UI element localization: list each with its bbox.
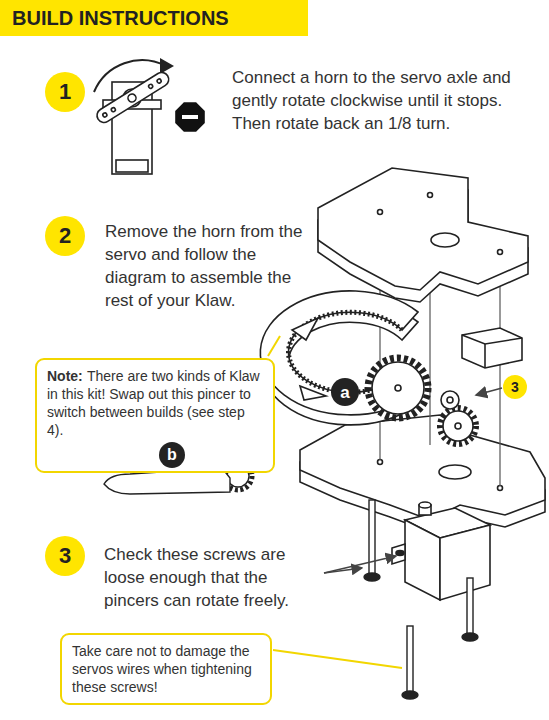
top-plate-part [318, 168, 528, 290]
top-plate-part [428, 193, 433, 198]
text-block: 3 [59, 545, 71, 567]
screws-part [402, 691, 418, 699]
bottom-plate-part [378, 460, 383, 465]
top-plate-part [498, 250, 503, 255]
pointer-line [268, 336, 280, 356]
pincer-a-part [372, 362, 424, 414]
servo-horn-figure-part [116, 160, 148, 172]
servo [392, 502, 490, 600]
servo-horn-figure-part-part [102, 112, 108, 118]
spacer-block-part [462, 328, 522, 368]
servo-horn-figure-part [94, 70, 171, 125]
step-text: Check these screws are loose enough that… [104, 543, 316, 612]
gears-part [443, 411, 473, 441]
pointer-line [273, 650, 402, 668]
text-block: b [167, 447, 177, 463]
text-block: 1 [59, 81, 71, 103]
text-block: a [340, 384, 349, 401]
gears-part [441, 391, 459, 409]
stop-sign-part [182, 115, 198, 119]
title-band: BUILD INSTRUCTIONS [0, 0, 308, 36]
bottom-plate-part [498, 486, 503, 491]
step-text: Connect a horn to the servo axle and gen… [232, 66, 542, 135]
pincer-a [260, 291, 428, 425]
warning-box: Take care not to damage the servos wires… [60, 633, 272, 705]
note-text: Take care not to damage the servos wires… [72, 643, 252, 695]
gears [440, 391, 476, 444]
bottom-plate-part [439, 465, 471, 479]
servo-part [392, 544, 405, 564]
step-number: 1 [45, 72, 85, 112]
screws-part [407, 626, 413, 692]
callout-letter: a [331, 378, 359, 406]
pincer-a-part [368, 358, 428, 418]
note-heading: Note: [47, 368, 83, 384]
servo-horn-figure-part-part [94, 70, 171, 125]
callout-number: 3 [503, 375, 527, 399]
text-block: 3 [511, 380, 519, 394]
gears-part [447, 397, 453, 403]
callout-arrow [476, 388, 502, 395]
number-text: b [167, 446, 177, 463]
step-number: 3 [45, 536, 85, 576]
pincer-a-part [395, 385, 401, 391]
spacer-block-part [484, 344, 486, 368]
servo-horn-figure-part-part [111, 107, 117, 113]
servo-part [405, 520, 440, 600]
pincer-a-part [292, 318, 318, 340]
servo-horn-figure-part-part [148, 84, 154, 90]
top-plate-part [431, 233, 459, 247]
stop-sign [175, 102, 205, 132]
servo-horn-figure-part-part [126, 92, 137, 103]
number-text: 3 [511, 379, 519, 395]
top-plate-part [378, 210, 383, 215]
gears-part [455, 423, 461, 429]
step-number: 2 [45, 216, 85, 256]
spacer-block [462, 328, 522, 368]
servo-horn-figure-part-part [156, 78, 162, 84]
servo-horn-figure [94, 58, 174, 174]
title: BUILD INSTRUCTIONS [0, 0, 308, 36]
servo-horn-figure-part [160, 58, 174, 74]
stop-sign-part [175, 102, 205, 132]
servo-part [396, 551, 404, 556]
note-box: Note:There are two kinds of Klaw in this… [35, 358, 275, 473]
number-text: 2 [59, 223, 71, 248]
text-block: 2 [59, 225, 71, 247]
screws-part [467, 578, 473, 634]
plate-posts-part [499, 258, 500, 486]
bottom-plate-part [300, 415, 545, 520]
screws [364, 500, 478, 699]
callout-letter: b [159, 442, 185, 468]
servo-part [440, 525, 490, 600]
number-text: 3 [59, 543, 71, 568]
spacer-block-part [462, 335, 522, 344]
screws-part [364, 573, 380, 581]
step-text: Remove the horn from the servo and follo… [105, 220, 305, 312]
leader-line [324, 556, 396, 573]
text-block: Note:There are two kinds of Klaw in this… [47, 367, 263, 439]
screws-part [462, 633, 478, 641]
number-text: a [340, 383, 349, 402]
number-text: 1 [59, 79, 71, 104]
servo-part [419, 502, 431, 508]
text-block: Take care not to damage the servos wires… [72, 642, 260, 696]
gears-part [440, 408, 476, 444]
bottom-plate [300, 415, 545, 532]
pincer-a-part [300, 386, 326, 400]
top-plate [318, 168, 528, 302]
